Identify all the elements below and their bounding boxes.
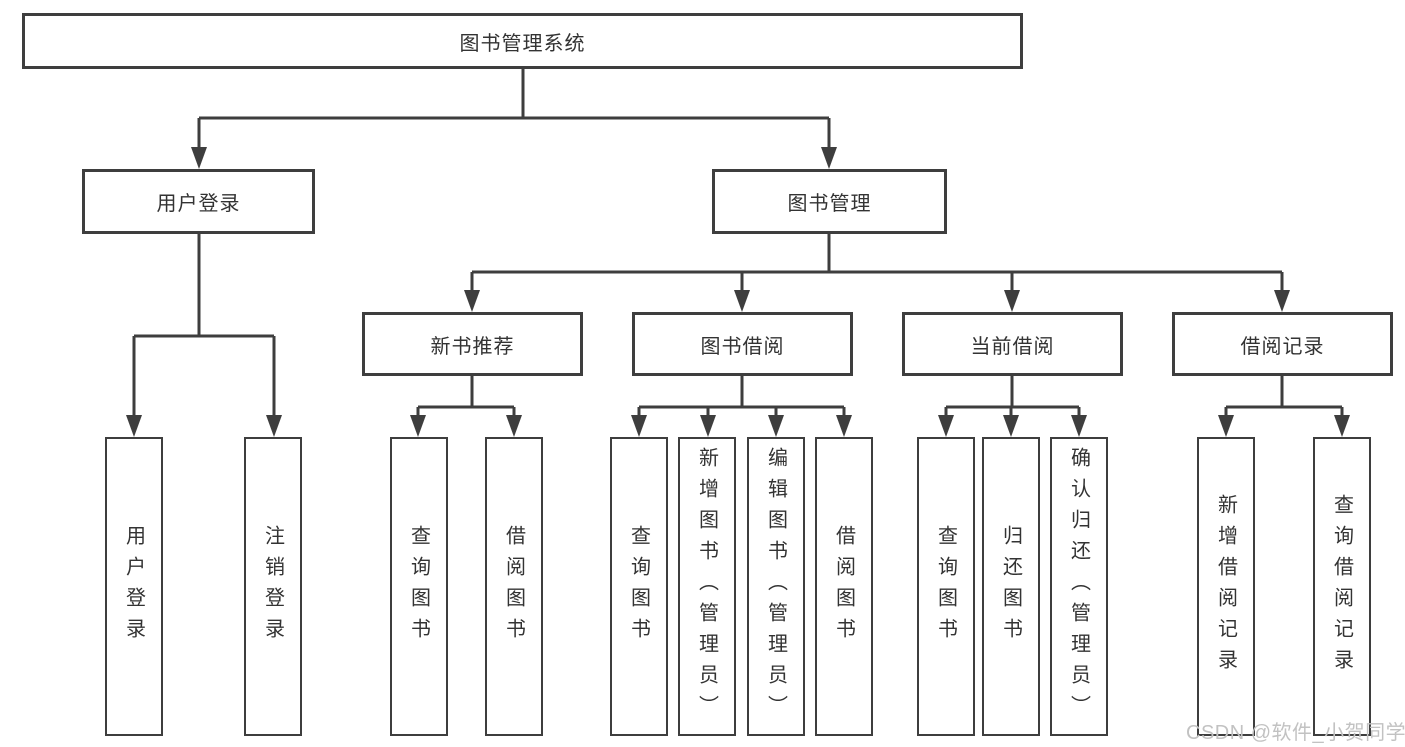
leaf-user-login: 用户登录 (105, 437, 163, 736)
leaf-query-books-current: 查询图书 (917, 437, 975, 736)
edge-current-to-leaves (938, 375, 1087, 437)
node-root-library-management-system: 图书管理系统 (22, 13, 1023, 69)
arrowhead (266, 415, 282, 437)
arrowhead (700, 415, 716, 437)
arrowhead (821, 147, 837, 169)
arrowhead (1071, 415, 1087, 437)
leaf-query-borrow-record: 查询借阅记录 (1313, 437, 1371, 736)
arrowhead (836, 415, 852, 437)
csdn-watermark: CSDN @软件_小贺同学 (1186, 722, 1405, 744)
node-user-login: 用户登录 (82, 169, 315, 234)
arrowhead (191, 147, 207, 169)
arrowhead (506, 415, 522, 437)
leaf-add-books-admin: 新增图书（管理员） (678, 437, 736, 736)
node-book-management: 图书管理 (712, 169, 947, 234)
leaf-return-books: 归还图书 (982, 437, 1040, 736)
arrowhead (464, 290, 480, 312)
arrowhead (734, 290, 750, 312)
arrowhead (1334, 415, 1350, 437)
edge-book-management-to-level2 (464, 233, 1290, 312)
arrowhead (410, 415, 426, 437)
node-current-borrow: 当前借阅 (902, 312, 1123, 376)
arrowhead (126, 415, 142, 437)
arrowhead (1003, 415, 1019, 437)
leaf-borrow-books: 借阅图书 (815, 437, 873, 736)
edge-new-book-to-leaves (410, 375, 522, 437)
arrowhead (938, 415, 954, 437)
leaf-add-borrow-record: 新增借阅记录 (1197, 437, 1255, 736)
leaf-query-books-borrow: 查询图书 (610, 437, 668, 736)
edge-records-to-leaves (1218, 375, 1350, 437)
node-new-book-recommend: 新书推荐 (362, 312, 583, 376)
node-book-borrow: 图书借阅 (632, 312, 853, 376)
arrowhead (631, 415, 647, 437)
leaf-logout: 注销登录 (244, 437, 302, 736)
edge-root-to-level1 (191, 68, 837, 169)
edge-borrow-to-leaves (631, 375, 852, 437)
leaf-borrow-books-newbook: 借阅图书 (485, 437, 543, 736)
edge-user-login-to-leaves (126, 233, 282, 437)
arrowhead (768, 415, 784, 437)
leaf-confirm-return-admin: 确认归还（管理员） (1050, 437, 1108, 736)
node-borrow-records: 借阅记录 (1172, 312, 1393, 376)
leaf-query-books-newbook: 查询图书 (390, 437, 448, 736)
arrowhead (1004, 290, 1020, 312)
arrowhead (1218, 415, 1234, 437)
leaf-edit-books-admin: 编辑图书（管理员） (747, 437, 805, 736)
arrowhead (1274, 290, 1290, 312)
